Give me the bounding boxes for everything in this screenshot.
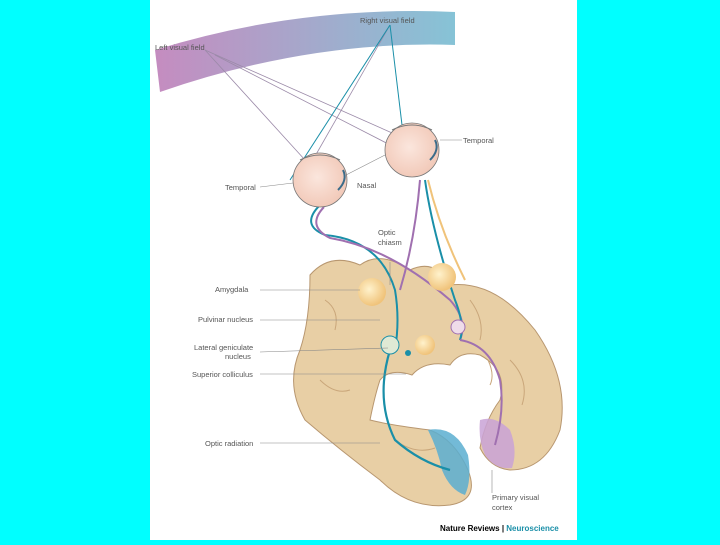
label-optic-radiation: Optic radiation bbox=[205, 439, 253, 448]
label-lgn-2: nucleus bbox=[225, 352, 251, 361]
label-left-visual-field: Left visual field bbox=[155, 43, 205, 52]
label-optic-chiasm-2: chiasm bbox=[378, 238, 402, 247]
primary-visual-cortex-teal bbox=[428, 429, 470, 495]
optic-radiation-teal bbox=[382, 349, 451, 472]
brand-separator: | bbox=[500, 524, 507, 533]
label-superior-colliculus: Superior colliculus bbox=[192, 370, 253, 379]
optic-radiation-purple bbox=[459, 339, 503, 446]
lgn-right bbox=[450, 319, 466, 335]
brand-part1: Nature Reviews bbox=[440, 524, 500, 533]
visual-field-band bbox=[155, 11, 455, 92]
primary-visual-cortex-purple bbox=[479, 418, 515, 469]
label-nasal: Nasal bbox=[357, 181, 377, 190]
brand-part2: Neuroscience bbox=[506, 524, 559, 533]
amygdala-right bbox=[428, 263, 456, 291]
amygdala-left bbox=[358, 278, 386, 306]
label-lgn-1: Lateral geniculate bbox=[194, 343, 253, 352]
label-primary-visual-2: cortex bbox=[492, 503, 513, 512]
label-temporal-right: Temporal bbox=[463, 136, 494, 145]
pulvinar bbox=[415, 335, 435, 355]
optic-tracts bbox=[310, 179, 466, 351]
projection-lines bbox=[204, 24, 409, 166]
visual-pathway-diagram: Right visual field Left visual field Tem… bbox=[155, 11, 563, 533]
eye-right bbox=[384, 122, 440, 178]
label-pulvinar: Pulvinar nucleus bbox=[198, 315, 253, 324]
brain-section bbox=[293, 258, 563, 507]
label-temporal-left: Temporal bbox=[225, 183, 256, 192]
figure-panel: Right visual field Left visual field Tem… bbox=[150, 0, 577, 540]
lgn-left bbox=[380, 335, 400, 355]
leader-lines bbox=[259, 139, 493, 493]
label-right-visual-field: Right visual field bbox=[360, 16, 415, 25]
label-optic-chiasm-1: Optic bbox=[378, 228, 396, 237]
svg-text:Nature Reviews | Neuroscience: Nature Reviews | Neuroscience bbox=[440, 524, 559, 533]
label-amygdala: Amygdala bbox=[215, 285, 249, 294]
colliculus bbox=[405, 350, 411, 356]
eye-left bbox=[292, 152, 348, 208]
label-primary-visual-1: Primary visual bbox=[492, 493, 539, 502]
brand-logo: Nature Reviews | Neuroscience bbox=[440, 524, 559, 533]
